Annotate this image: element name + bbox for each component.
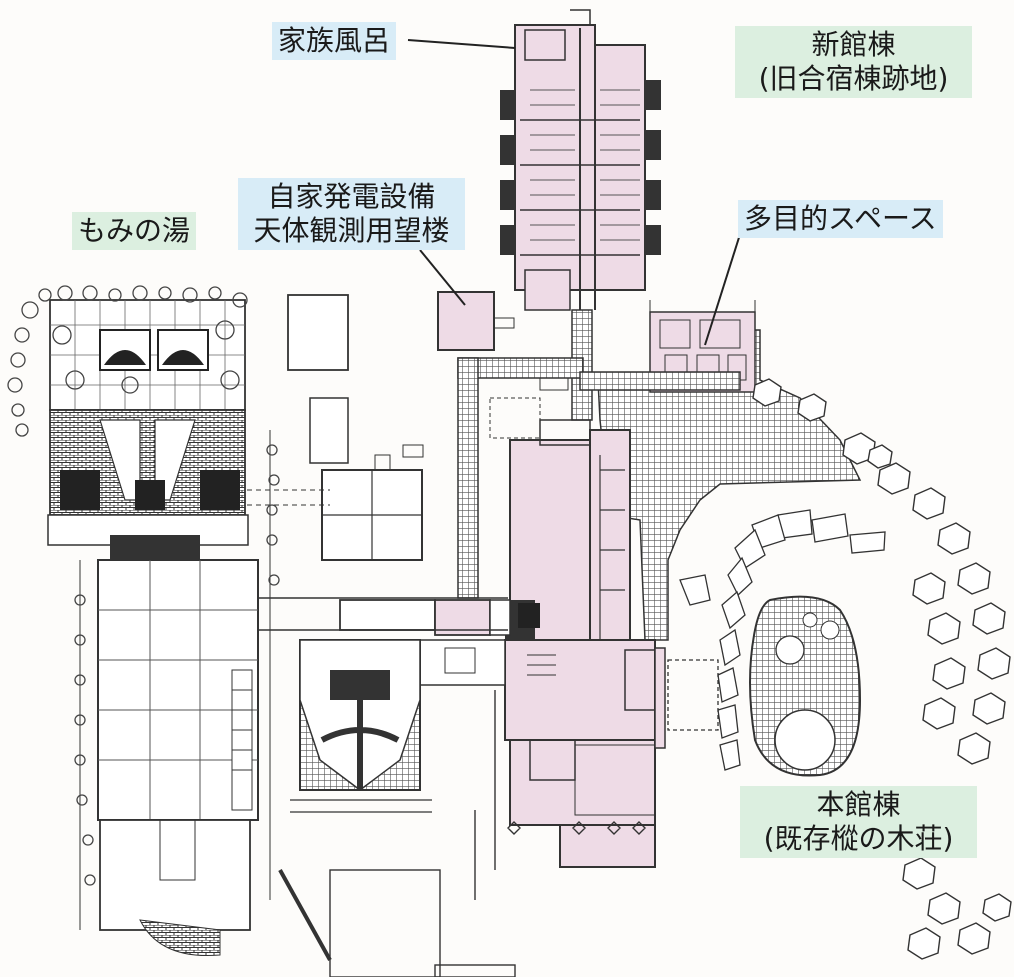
leader-observatory <box>419 249 466 306</box>
family-bath-label: 家族風呂 <box>272 22 397 60</box>
main-wing-building <box>504 419 666 868</box>
new-wing-building <box>500 9 661 311</box>
misc-structures <box>329 690 646 977</box>
main-wing-label-line2: (既存樅の木荘) <box>763 822 954 855</box>
leader-family-bath <box>407 39 516 49</box>
right-rock-border <box>752 378 1012 960</box>
curved-stone-path <box>667 509 886 771</box>
power-label-line1: 自家発電設備 <box>267 180 436 213</box>
center-bath-building <box>290 639 432 813</box>
momi-bath-label: もみの湯 <box>72 212 197 250</box>
power-label-line2: 天体観測用望楼 <box>253 214 450 247</box>
connecting-corridors <box>457 309 741 599</box>
new-wing-label-line2: (旧合宿棟跡地) <box>758 62 949 95</box>
center-buildings <box>238 294 569 686</box>
new-wing-label: 新館棟 (旧合宿棟跡地) <box>735 26 972 98</box>
leader-multipurpose <box>704 227 743 346</box>
main-wing-label-line1: 本館棟 <box>816 788 901 821</box>
garden-pond <box>749 595 862 777</box>
main-wing-label: 本館棟 (既存樅の木荘) <box>740 786 977 858</box>
leader-lines <box>407 39 743 346</box>
momi-no-yu-building <box>47 299 332 961</box>
multipurpose-label: 多目的スペース <box>738 200 943 238</box>
observatory-tower <box>437 291 515 351</box>
new-wing-label-line1: 新館棟 <box>811 28 896 61</box>
left-shrubbery <box>7 285 280 886</box>
power-observatory-label: 自家発電設備 天体観測用望楼 <box>238 178 465 250</box>
